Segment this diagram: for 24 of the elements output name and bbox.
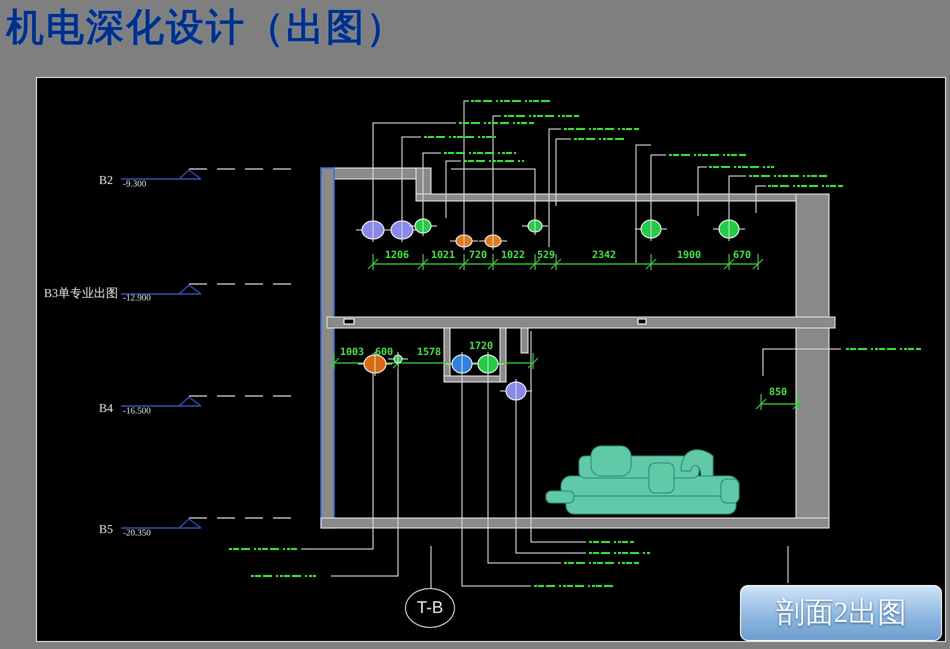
dimension-value: 2342	[592, 251, 616, 261]
dimension-value: 1720	[468, 342, 494, 352]
dimension-value: 1003	[340, 348, 364, 358]
level-label: B4	[99, 402, 114, 414]
dimension-value: 670	[732, 251, 752, 261]
dimension-value: 850	[768, 388, 788, 398]
dimension-value: 529	[536, 251, 556, 261]
dimension-value: 600	[374, 348, 394, 358]
dimension-value: 1578	[416, 348, 442, 358]
elevation-value: -16.500	[123, 406, 151, 416]
elevation-value: -9.300	[123, 180, 146, 188]
level-label: B5	[99, 523, 114, 535]
level-label: B2	[99, 174, 114, 186]
elevation-value: -20.350	[123, 528, 151, 538]
section-mark-circle: T-B	[405, 588, 455, 628]
dimension-value: 1022	[500, 251, 526, 261]
elevation-value: -12.900	[123, 294, 151, 302]
dimension-value: 1206	[384, 251, 410, 261]
page-title: 机电深化设计（出图）	[6, 4, 406, 51]
caption-button: 剖面2出图	[740, 585, 942, 641]
dimension-value: 1021	[430, 251, 456, 261]
level-label: B3单专业出图	[44, 287, 118, 299]
dimension-value: 1900	[676, 251, 702, 261]
dimension-value: 720	[468, 251, 488, 261]
